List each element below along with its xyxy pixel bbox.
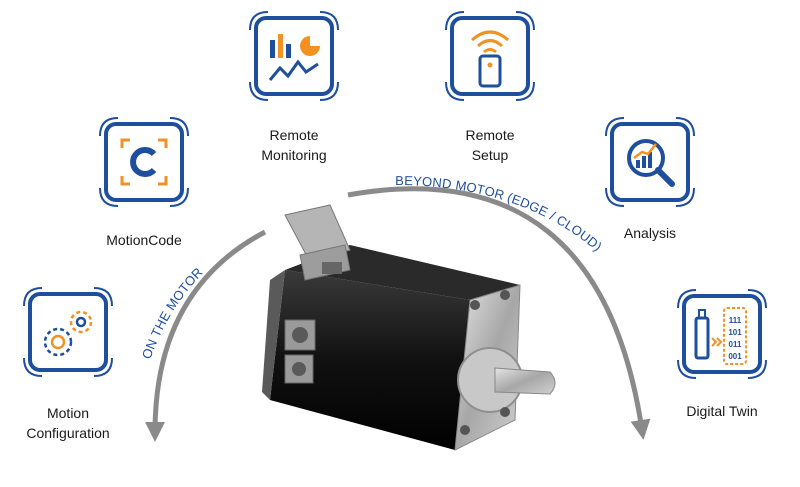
label-motioncode: MotionCode <box>106 232 182 248</box>
label-digital-twin: Digital Twin <box>686 403 758 419</box>
motor-binary-icon: 111 101 011 001 <box>694 307 747 365</box>
on-the-motor-label: ON THE MOTOR <box>139 265 206 361</box>
left-arc-arrow <box>145 229 267 442</box>
label-analysis: Analysis <box>623 225 677 241</box>
tile-analysis[interactable] <box>598 110 702 214</box>
binary-bits-001: 001 <box>728 352 742 361</box>
beyond-motor-label: BEYOND MOTOR (EDGE / CLOUD) <box>395 173 605 254</box>
binary-bits-111: 111 <box>729 316 742 325</box>
gears-icon <box>43 310 93 357</box>
binary-bits-101: 101 <box>728 328 742 337</box>
binary-bits-011: 011 <box>729 340 742 349</box>
right-arc-arrow <box>347 186 651 440</box>
tile-remote-monitoring[interactable] <box>242 4 346 108</box>
tile-motion-configuration[interactable] <box>16 280 120 384</box>
chart-dashboard-icon <box>268 34 320 81</box>
tile-remote-setup[interactable] <box>438 4 542 108</box>
tile-digital-twin[interactable]: 111 101 011 001 <box>670 282 774 386</box>
magnifier-chart-icon <box>627 139 675 187</box>
wireless-remote-icon <box>471 30 509 88</box>
servo-motor-image <box>262 204 556 451</box>
tile-motioncode[interactable] <box>92 110 196 214</box>
motioncode-c-icon <box>120 138 168 186</box>
